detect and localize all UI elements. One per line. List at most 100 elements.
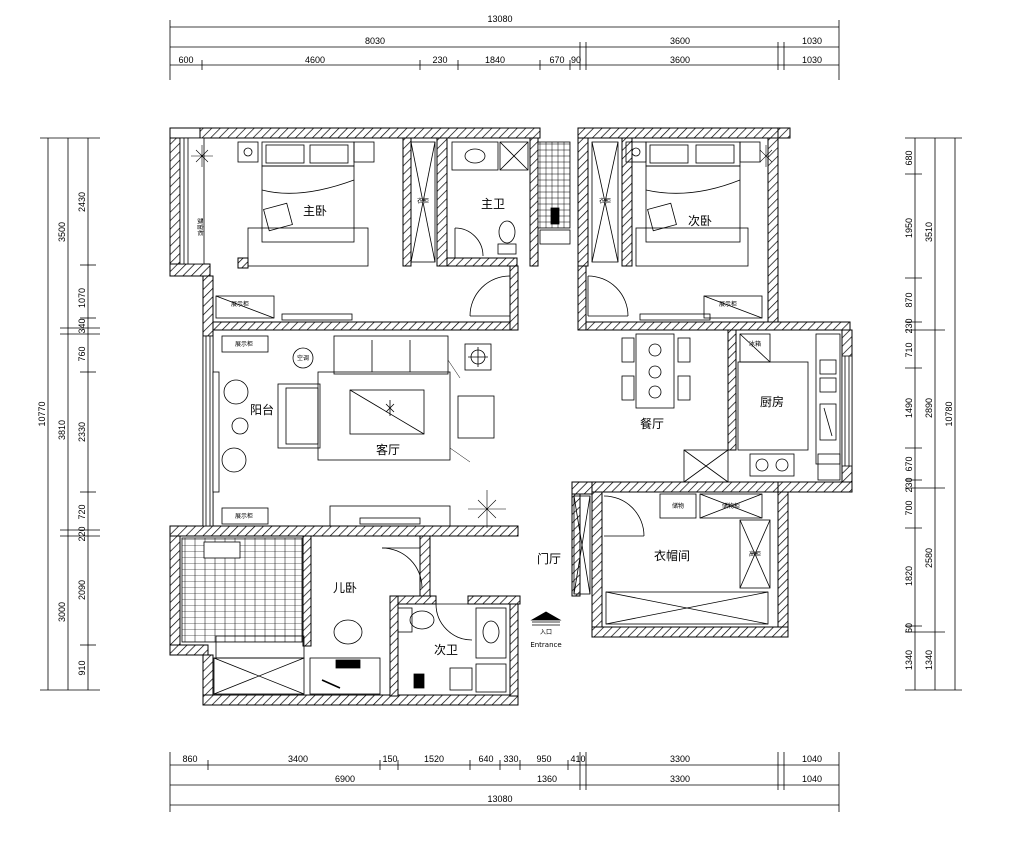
top-dim: 3600 bbox=[670, 55, 690, 65]
dimension-right-text: 680 1950 870 230 710 1490 670 230 700 18… bbox=[904, 150, 954, 670]
bottom-dim: 640 bbox=[478, 754, 493, 764]
bottom-dim: 1520 bbox=[424, 754, 444, 764]
second-bedroom bbox=[625, 141, 773, 267]
room-label-master-bedroom: 主卧 bbox=[303, 204, 327, 218]
top-dim: 8030 bbox=[365, 36, 385, 46]
top-total-dim: 13080 bbox=[487, 14, 512, 24]
room-label-living-room: 客厅 bbox=[376, 442, 400, 457]
left-dim: 2430 bbox=[77, 192, 87, 212]
storage-cabinet-label: 储物柜 bbox=[722, 502, 740, 510]
display-cabinet-label: 展示柜 bbox=[235, 340, 253, 348]
left-dim: 760 bbox=[77, 346, 87, 361]
right-dim: 870 bbox=[904, 292, 914, 307]
storage-label: 储物 bbox=[672, 502, 684, 510]
bottom-dim: 860 bbox=[182, 754, 197, 764]
right-dim: 1950 bbox=[904, 218, 914, 238]
left-dim: 720 bbox=[77, 504, 87, 519]
fridge-label: 冰箱 bbox=[749, 340, 761, 348]
top-dim: 600 bbox=[178, 55, 193, 65]
entrance-arrow-icon bbox=[530, 611, 562, 626]
right-dim: 1340 bbox=[904, 650, 914, 670]
wardrobe bbox=[591, 141, 619, 263]
room-label-cloakroom: 衣帽间 bbox=[654, 548, 690, 563]
bottom-dim: 6900 bbox=[335, 774, 355, 784]
right-dim: 2890 bbox=[924, 398, 934, 418]
windows bbox=[179, 137, 853, 527]
left-dim: 2330 bbox=[77, 422, 87, 442]
room-label-balcony: 阳台 bbox=[250, 402, 274, 417]
right-dim: 230 bbox=[904, 318, 914, 333]
room-label-master-bath: 主卫 bbox=[481, 197, 505, 211]
bottom-dim: 3400 bbox=[288, 754, 308, 764]
kitchen bbox=[683, 333, 841, 483]
right-dim: 670 bbox=[904, 456, 914, 471]
second-bath bbox=[397, 603, 507, 693]
door[interactable] bbox=[469, 275, 511, 317]
room-label-second-bedroom: 次卧 bbox=[688, 214, 712, 228]
ac-label: 空调 bbox=[297, 354, 309, 362]
right-total-dim: 10780 bbox=[944, 401, 954, 426]
dimension-top bbox=[169, 20, 840, 80]
balcony-furniture bbox=[221, 379, 269, 525]
top-dim: 670 bbox=[549, 55, 564, 65]
display-cabinet bbox=[215, 295, 763, 321]
bottom-dim: 3300 bbox=[670, 754, 690, 764]
dimension-bottom bbox=[169, 752, 840, 812]
room-label-second-bath: 次卫 bbox=[434, 643, 458, 657]
left-dim: 3500 bbox=[57, 222, 67, 242]
bottom-dim: 3300 bbox=[670, 774, 690, 784]
dining-room bbox=[621, 333, 691, 409]
display-cabinet-label: 展示柜 bbox=[235, 512, 253, 520]
bay-window-label: 飘窗柜 bbox=[196, 218, 204, 236]
kids-room bbox=[203, 541, 423, 695]
right-dim: 1490 bbox=[904, 398, 914, 418]
bottom-dim: 1040 bbox=[802, 754, 822, 764]
dimension-left-text: 10770 3500 3810 3000 2430 1070 340 760 2… bbox=[37, 192, 87, 676]
bottom-dim: 950 bbox=[536, 754, 551, 764]
bottom-total-dim: 13080 bbox=[487, 794, 512, 804]
master-bedroom bbox=[191, 141, 375, 267]
bottom-dim: 1040 bbox=[802, 774, 822, 784]
top-dim: 1840 bbox=[485, 55, 505, 65]
room-label-dining-room: 餐厅 bbox=[640, 416, 664, 431]
right-dim: 230 bbox=[904, 477, 914, 492]
top-dim: 3600 bbox=[670, 36, 690, 46]
left-dim: 3810 bbox=[57, 420, 67, 440]
left-dim: 340 bbox=[77, 318, 87, 333]
right-dim: 710 bbox=[904, 342, 914, 357]
right-dim: 60 bbox=[904, 623, 914, 633]
right-dim: 700 bbox=[904, 500, 914, 515]
right-dim: 1820 bbox=[904, 566, 914, 586]
display-cabinet-label: 展示柜 bbox=[719, 300, 737, 308]
right-dim: 3510 bbox=[924, 222, 934, 242]
entrance-label-en: Entrance bbox=[530, 641, 561, 649]
left-dim: 1070 bbox=[77, 288, 87, 308]
wardrobe-label: 衣柜 bbox=[417, 197, 429, 205]
dimension-top-text: 13080 8030 3600 1030 600 4600 230 1840 6… bbox=[178, 14, 822, 65]
right-dim: 2580 bbox=[924, 548, 934, 568]
bottom-dim: 330 bbox=[503, 754, 518, 764]
display-cabinet-label: 展示柜 bbox=[231, 300, 249, 308]
dimension-bottom-text: 860 3400 150 1520 640 330 950 410 3300 1… bbox=[182, 754, 822, 804]
left-dim: 2090 bbox=[77, 580, 87, 600]
master-bath bbox=[451, 141, 529, 258]
room-label-foyer: 门厅 bbox=[537, 551, 561, 566]
wardrobe bbox=[410, 141, 436, 263]
left-total-dim: 10770 bbox=[37, 401, 47, 426]
door[interactable] bbox=[587, 275, 629, 317]
top-dim: 90 bbox=[571, 55, 581, 65]
foyer bbox=[573, 495, 591, 595]
top-dim: 1030 bbox=[802, 55, 822, 65]
living-room bbox=[221, 335, 506, 528]
wood-floor bbox=[181, 537, 303, 643]
left-dim: 220 bbox=[77, 526, 87, 541]
room-label-kids-room: 儿卧 bbox=[333, 581, 357, 595]
wardrobe-label: 衣柜 bbox=[599, 197, 611, 205]
top-dim: 230 bbox=[432, 55, 447, 65]
left-dim: 910 bbox=[77, 660, 87, 675]
left-dim: 3000 bbox=[57, 602, 67, 622]
top-dim: 1030 bbox=[802, 36, 822, 46]
cloakroom bbox=[603, 493, 771, 625]
bottom-dim: 1360 bbox=[537, 774, 557, 784]
